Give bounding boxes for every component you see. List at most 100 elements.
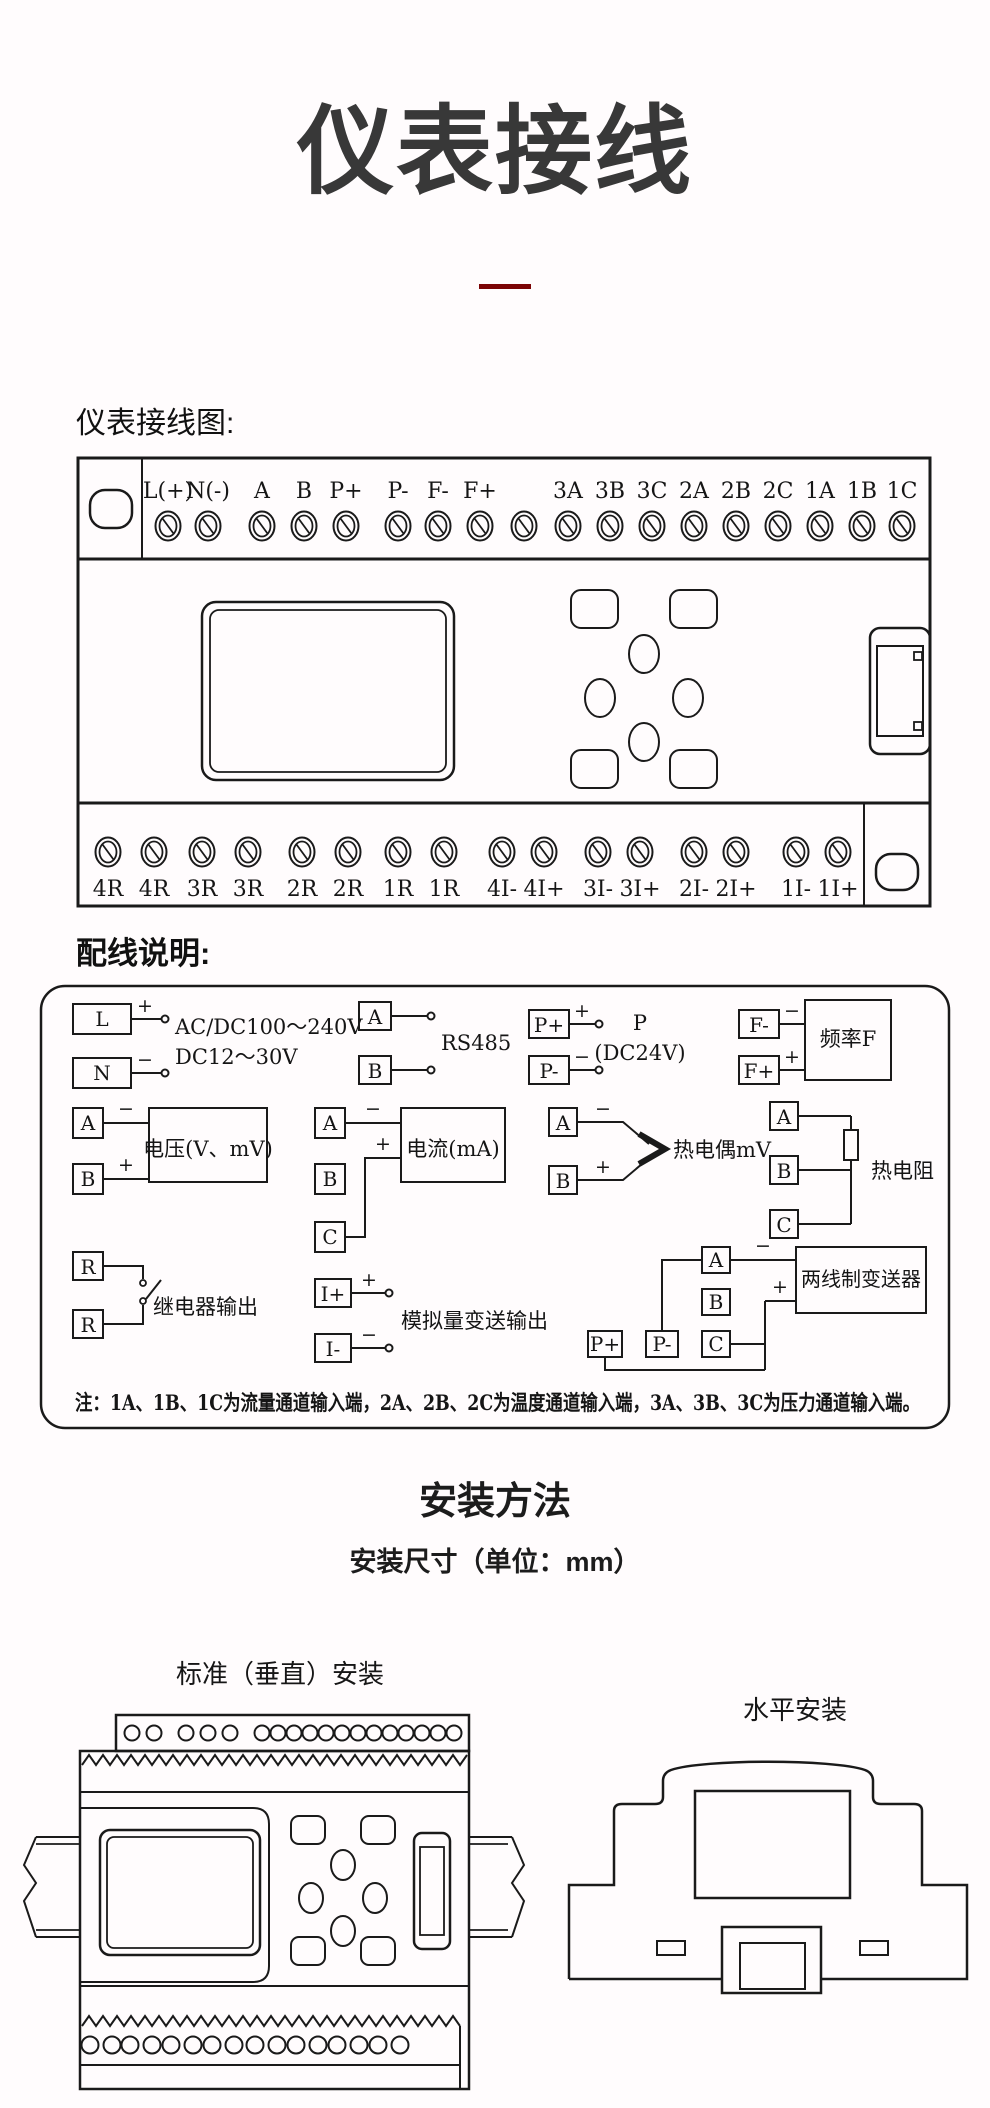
panel-groove bbox=[80, 1807, 270, 1983]
terminal-hole-icon bbox=[199, 1724, 217, 1742]
polarity-sign: + bbox=[375, 1133, 391, 1155]
screw-terminal-icon bbox=[806, 510, 834, 542]
polarity-sign: − bbox=[574, 1046, 590, 1068]
polarity-sign: + bbox=[361, 1269, 377, 1291]
terminal-hole-icon bbox=[397, 1724, 415, 1742]
terminal-box-label: P+ bbox=[534, 1013, 564, 1037]
terminal-hole-icon bbox=[301, 1724, 319, 1742]
terminal-label: 2I- bbox=[679, 877, 709, 902]
terminal-box-label: B bbox=[777, 1159, 792, 1183]
legend-current: A B C 电流(mA) − + bbox=[314, 1098, 506, 1253]
terminal-label: L(+) bbox=[143, 479, 193, 504]
din-clip-inner bbox=[739, 1942, 806, 1990]
analog-out-label: 模拟量变送输出 bbox=[401, 1309, 548, 1333]
terminal-hole-icon bbox=[145, 1724, 163, 1742]
terminal-hole-icon bbox=[390, 2035, 410, 2055]
legend-power: L N + − AC/DC100～240V DC12～30V bbox=[72, 995, 363, 1089]
key-top-left bbox=[570, 589, 619, 629]
polarity-sign: − bbox=[118, 1098, 134, 1120]
screw-terminal-icon bbox=[510, 510, 538, 542]
legend-voltage: A B 电压(V、mV) − + bbox=[72, 1098, 273, 1195]
terminal-label: 1A bbox=[805, 479, 836, 504]
terminal-hole-icon bbox=[80, 2035, 100, 2055]
screw-terminal-icon bbox=[424, 510, 452, 542]
screw-terminal-icon bbox=[384, 510, 412, 542]
terminal-label: 4I+ bbox=[523, 877, 564, 902]
terminal-hole-icon bbox=[445, 1724, 463, 1742]
terminal-hole-icon bbox=[177, 1724, 195, 1742]
terminal-label: 2B bbox=[721, 479, 751, 504]
screw-terminal-icon bbox=[288, 836, 316, 868]
terminal-label: 1B bbox=[847, 479, 877, 504]
horizontal-install-diagram bbox=[567, 1760, 969, 1995]
terminal-hole-icon bbox=[333, 1724, 351, 1742]
bottom-terminal-holes bbox=[80, 2035, 410, 2055]
vent-slot-right bbox=[859, 1940, 889, 1956]
terminal-hole-icon bbox=[365, 1724, 383, 1742]
terminal-hole-icon bbox=[102, 2035, 122, 2055]
key-left bbox=[584, 678, 616, 718]
legend-rs485: A B RS485 bbox=[358, 1001, 511, 1085]
polarity-sign: − bbox=[361, 1324, 377, 1346]
polarity-sign: − bbox=[365, 1098, 381, 1120]
din-rail-left bbox=[22, 1836, 80, 1938]
vent-slot-left bbox=[656, 1940, 686, 1956]
screw-terminal-icon bbox=[248, 510, 276, 542]
screw-terminal-icon bbox=[488, 836, 516, 868]
display-screen bbox=[98, 1828, 262, 1957]
polarity-sign: + bbox=[118, 1154, 134, 1176]
keypad bbox=[290, 1815, 396, 1966]
legend-p24: P+ P- + − P (DC24V) bbox=[528, 1000, 686, 1085]
power-range-1: AC/DC100～240V bbox=[174, 1015, 363, 1039]
terminal-label: A bbox=[253, 479, 271, 504]
side-connector bbox=[412, 1831, 452, 1951]
mount-hole-top bbox=[88, 488, 134, 530]
terminal-hole-icon bbox=[269, 1724, 287, 1742]
terminal-box-label: R bbox=[80, 1255, 96, 1279]
screw-terminal-icon bbox=[554, 510, 582, 542]
terminal-hole-icon bbox=[285, 1724, 303, 1742]
relay-label: 继电器输出 bbox=[153, 1295, 258, 1319]
terminal-hole-icon bbox=[161, 2035, 181, 2055]
legend-analog-out: I+ I- + − 模拟量变送输出 bbox=[314, 1269, 548, 1363]
install-subtitle: 安装尺寸（单位：mm） bbox=[349, 1547, 641, 1577]
terminal-box-label: F- bbox=[749, 1013, 769, 1037]
termin al-box-label: C bbox=[708, 1332, 723, 1356]
terminal-hole-icon bbox=[123, 1724, 141, 1742]
terminal-hole-icon bbox=[224, 2035, 244, 2055]
screw-terminal-icon bbox=[154, 510, 182, 542]
terminal-box-label: C bbox=[322, 1225, 337, 1249]
terminal-label: 2A bbox=[679, 479, 710, 504]
terminal-label: 3R bbox=[233, 877, 265, 902]
terminal-label: 4R bbox=[93, 877, 125, 902]
terminal-label: P+ bbox=[329, 479, 362, 504]
screw-terminal-icon bbox=[584, 836, 612, 868]
install-title: 安装方法 bbox=[418, 1481, 571, 1523]
screw-terminal-icon bbox=[626, 836, 654, 868]
bottom-serration bbox=[81, 2014, 461, 2028]
terminal-box-label: I- bbox=[326, 1337, 341, 1361]
voltage-box-label: 电压(V、mV) bbox=[143, 1137, 273, 1161]
thermocouple-junction-icon bbox=[637, 1131, 672, 1167]
terminal-hole-icon bbox=[327, 2035, 347, 2055]
polarity-sign: − bbox=[755, 1235, 771, 1257]
thermocouple-label: 热电偶mV bbox=[673, 1138, 772, 1162]
screw-terminal-icon bbox=[334, 836, 362, 868]
rail-break-icon bbox=[22, 1836, 38, 1938]
wiring-diagram-label: 仪表接线图: bbox=[76, 407, 235, 440]
screw-terminal-icon bbox=[824, 836, 852, 868]
terminal-hole-icon bbox=[368, 2035, 388, 2055]
terminal-box-label: F+ bbox=[744, 1059, 775, 1083]
terminal-hole-icon bbox=[267, 2035, 287, 2055]
legend-thermocouple: A B − + 热电偶mV bbox=[548, 1098, 772, 1195]
screw-terminal-icon bbox=[188, 836, 216, 868]
screw-terminal-icon bbox=[722, 510, 750, 542]
terminal-label: P- bbox=[387, 479, 408, 504]
mount-hole-bottom bbox=[874, 852, 920, 892]
key-down bbox=[628, 722, 660, 762]
screw-terminal-icon bbox=[782, 836, 810, 868]
terminal-label: 2R bbox=[287, 877, 319, 902]
terminal-hole-icon bbox=[349, 1724, 367, 1742]
